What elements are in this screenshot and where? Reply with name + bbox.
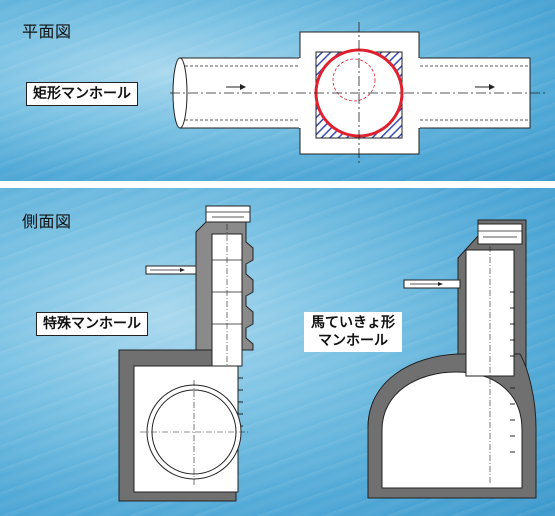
- flow-arrow-icon: [240, 84, 246, 90]
- plan-view-title: 平面図: [22, 22, 72, 41]
- plan-view-drawing: [170, 22, 545, 165]
- special-manhole-drawing: [118, 205, 254, 502]
- horseshoe-label-line2: マンホール: [318, 333, 388, 349]
- horseshoe-manhole-label: 馬ていきょ形 マンホール: [304, 312, 402, 352]
- side-view-title: 側面図: [22, 212, 72, 231]
- flow-arrow-icon: [489, 84, 495, 90]
- rectangular-manhole-label: 矩形マンホール: [26, 82, 138, 106]
- side-view-drawing: [118, 205, 537, 502]
- horseshoe-label-line1: 馬ていきょ形: [311, 315, 395, 331]
- special-manhole-label: 特殊マンホール: [36, 312, 148, 336]
- inlet-arrow-icon: [438, 282, 443, 286]
- plan-view-panel: 平面図 矩形マンホール: [0, 0, 555, 181]
- inlet-arrow-icon: [180, 268, 185, 272]
- side-view-panel: 側面図 特殊マンホール 馬ていきょ形 マンホール: [0, 188, 555, 516]
- horseshoe-manhole-drawing: [367, 219, 537, 499]
